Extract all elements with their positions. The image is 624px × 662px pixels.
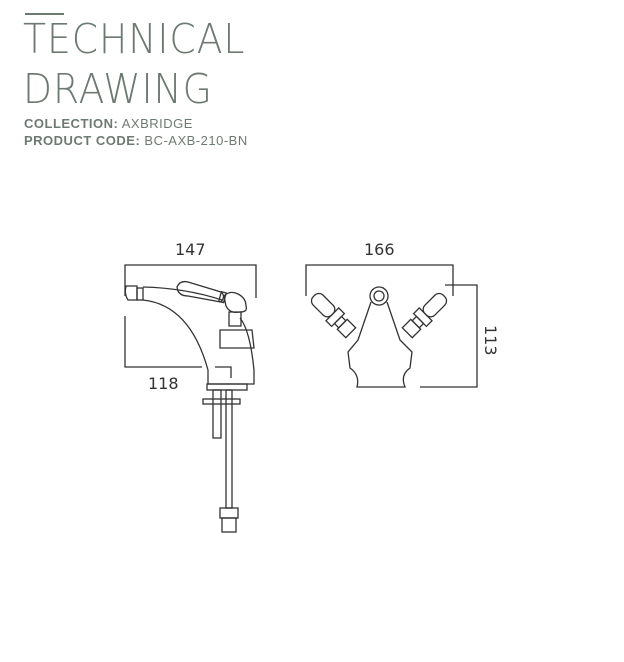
flexi-hose — [225, 389, 233, 509]
dim-line-147 — [124, 264, 257, 298]
left-handle — [310, 292, 357, 339]
page-title-line1: TECHNICAL — [23, 15, 246, 63]
tail-stub — [212, 389, 222, 439]
front-view: 166 113 — [305, 240, 500, 388]
valve-nut — [219, 329, 255, 349]
dim-line-113 — [420, 284, 478, 388]
hose-nut — [221, 517, 237, 533]
title-accent-rule — [25, 13, 64, 15]
right-handle — [401, 292, 448, 339]
dim-118: 118 — [148, 374, 179, 393]
handle-cap — [223, 291, 248, 314]
spout-nozzle — [124, 285, 138, 301]
collection-info: COLLECTION: AXBRIDGE — [24, 116, 193, 131]
collection-label: COLLECTION: — [24, 116, 119, 131]
collection-value: AXBRIDGE — [121, 116, 193, 131]
page-title-line2: DRAWING — [23, 65, 213, 113]
outlet-ring — [369, 286, 389, 306]
product-code-value: BC-AXB-210-BN — [144, 133, 248, 148]
spout-body — [142, 286, 255, 385]
valve-body — [347, 301, 413, 388]
dim-line-166 — [305, 264, 454, 296]
side-view: 147 118 — [124, 240, 257, 533]
product-code-label: PRODUCT CODE: — [24, 133, 141, 148]
dim-166: 166 — [364, 240, 395, 259]
dim-line-118 — [124, 316, 202, 368]
product-code-info: PRODUCT CODE: BC-AXB-210-BN — [24, 133, 248, 148]
dim-147: 147 — [175, 240, 206, 259]
dim-113: 113 — [481, 325, 500, 356]
